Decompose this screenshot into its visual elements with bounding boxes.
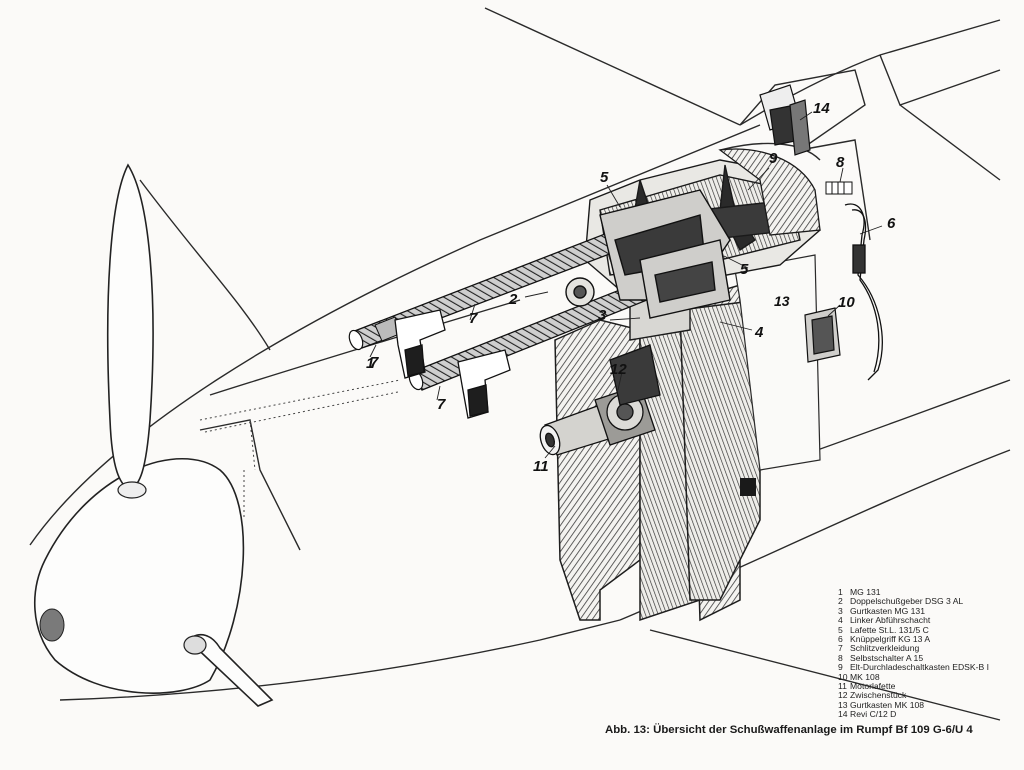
- slot-cover-7a: [394, 309, 446, 379]
- callout-7-low: 7: [437, 396, 446, 413]
- callout-13: 13: [774, 293, 790, 309]
- callout-14: 14: [813, 100, 830, 117]
- callout-8: 8: [836, 154, 845, 171]
- callout-10: 10: [838, 294, 855, 311]
- revi-sight: [759, 84, 811, 156]
- callout-12: 12: [610, 361, 627, 378]
- callout-3: 3: [598, 307, 607, 324]
- control-stick-grip: [844, 203, 883, 381]
- callout-1: 1: [366, 355, 375, 372]
- circuit-breaker: [825, 181, 853, 195]
- callout-6: 6: [887, 215, 896, 232]
- mg131-receivers: [565, 189, 731, 319]
- callout-11: 11: [533, 458, 549, 475]
- fuselage-outline: [29, 7, 1011, 721]
- callout-7-mid: 7: [469, 310, 478, 327]
- callout-2: 2: [509, 291, 518, 308]
- cowling-seam: [199, 379, 401, 520]
- callout-9: 9: [769, 150, 778, 167]
- figure-caption: Abb. 13: Übersicht der Schußwaffenanlage…: [605, 724, 973, 736]
- mk108-cannon: [539, 344, 661, 456]
- leader-lines: [369, 111, 883, 459]
- side-panel-13: [734, 254, 821, 471]
- spinner: [33, 457, 245, 694]
- ammo-box-mg131-top: [718, 148, 821, 236]
- callout-7-left: 7: [370, 354, 379, 371]
- slot-cover-7b: [457, 349, 511, 419]
- callout-5-lower: 5: [740, 261, 749, 278]
- propeller-blade-lower: [183, 633, 274, 707]
- mk108-block-10: [804, 307, 841, 363]
- callout-4: 4: [755, 324, 764, 341]
- callout-5-upper: 5: [600, 169, 609, 186]
- propeller-blade-upper: [106, 163, 154, 499]
